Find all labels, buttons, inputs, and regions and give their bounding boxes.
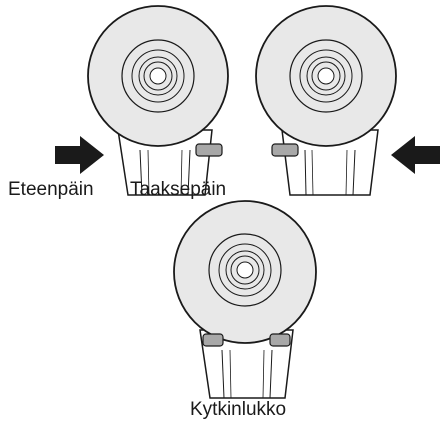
- direction-lever-right: [269, 333, 291, 347]
- direction-arrow-icon: [55, 136, 104, 174]
- direction-lever: [195, 143, 223, 157]
- tool-lock: [173, 200, 317, 399]
- direction-lever: [271, 143, 299, 157]
- label-reverse: Taaksepäin: [130, 179, 227, 200]
- direction-arrow-icon: [391, 136, 440, 174]
- tool-forward: [55, 5, 229, 196]
- label-lock: Kytkinlukko: [190, 399, 287, 420]
- label-forward: Eteenpäin: [8, 179, 94, 200]
- tool-reverse: [255, 5, 440, 196]
- direction-lever-left: [202, 333, 224, 347]
